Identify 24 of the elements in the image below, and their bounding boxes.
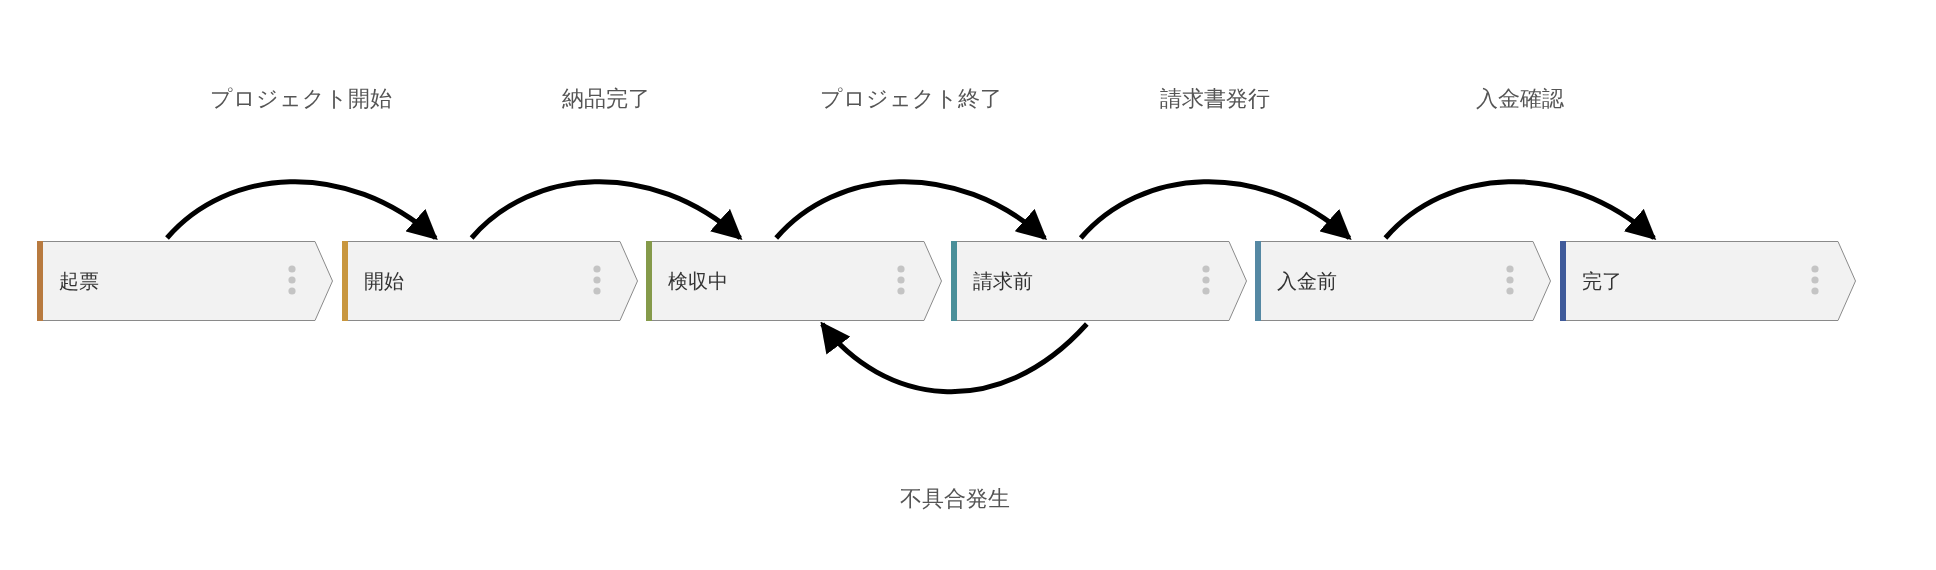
step-label: 起票: [59, 268, 99, 295]
curved-arrow: [165, 179, 438, 240]
step-label: 開始: [363, 268, 404, 295]
stage-box: [1255, 241, 1552, 321]
curved-arrow: [1079, 179, 1352, 240]
edge-label: 不具合発生: [899, 485, 1010, 513]
curved-arrow: [1383, 179, 1657, 240]
stage-box: [1560, 241, 1856, 321]
curved-arrow: [774, 179, 1048, 240]
stage-box: [950, 241, 1247, 321]
curved-arrow: [469, 179, 743, 240]
edge-label: 請求書発行: [1160, 85, 1271, 113]
edge-label: 入金確認: [1475, 85, 1564, 113]
stage-box: [341, 241, 638, 321]
stage-box: [646, 241, 943, 321]
edge-label: プロジェクト終了: [819, 85, 1002, 113]
step-label: 入金前: [1277, 268, 1338, 295]
step-label: 完了: [1582, 268, 1622, 295]
edge-label: 納品完了: [561, 85, 650, 113]
edge-label: プロジェクト開始: [210, 85, 393, 113]
step-label: 検収中: [668, 268, 729, 295]
curved-arrow: [820, 321, 1089, 394]
step-label: 請求前: [972, 268, 1033, 295]
stage-box: [37, 241, 333, 321]
